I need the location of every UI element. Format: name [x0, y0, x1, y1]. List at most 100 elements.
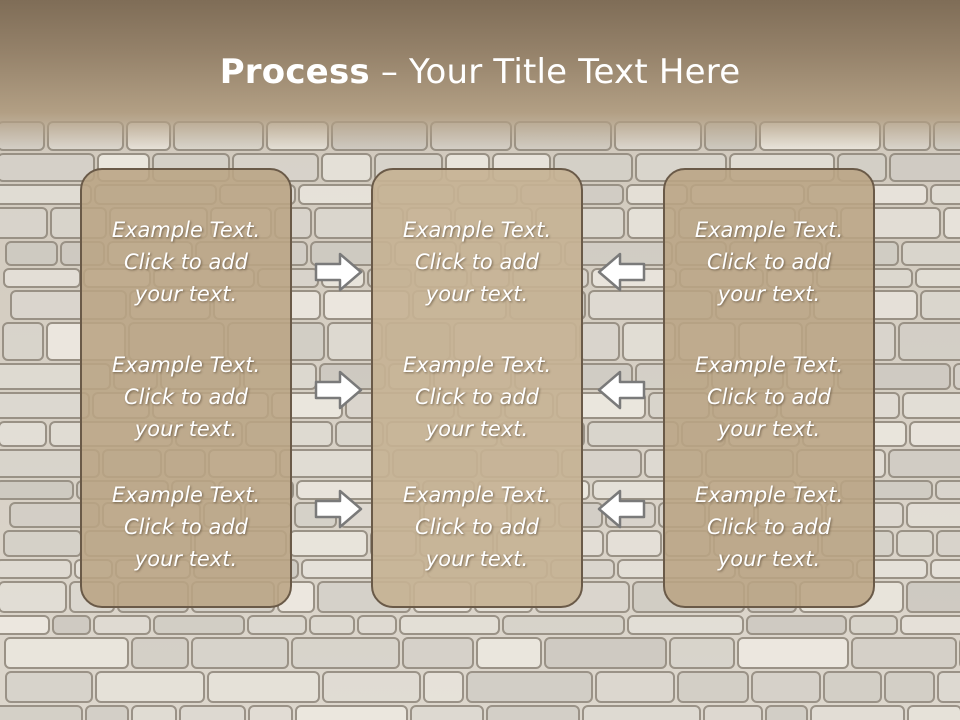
stone: [52, 615, 91, 635]
stone: [849, 615, 898, 635]
right-process-box[interactable]: Example Text. Click to add your text. Ex…: [663, 168, 875, 608]
stone: [0, 153, 95, 182]
stone: [930, 559, 960, 579]
title-bold: Process: [219, 52, 370, 92]
stone: [5, 241, 58, 266]
stone: [0, 559, 72, 579]
stone: [909, 421, 960, 447]
stone: [131, 705, 177, 720]
middle-process-box[interactable]: Example Text. Click to add your text. Ex…: [371, 168, 583, 608]
title-rest: – Your Title Text Here: [369, 52, 741, 92]
stone: [191, 637, 289, 669]
stone: [466, 671, 593, 703]
stone: [810, 705, 905, 720]
stone: [889, 153, 960, 182]
left-process-box[interactable]: Example Text. Click to add your text. Ex…: [80, 168, 292, 608]
text-block[interactable]: Example Text. Click to add your text.: [402, 483, 552, 571]
stone: [95, 671, 205, 703]
stone: [0, 421, 47, 447]
stone: [289, 530, 368, 557]
stone: [582, 705, 701, 720]
stone: [0, 615, 50, 635]
stone: [936, 530, 960, 557]
stone: [751, 671, 821, 703]
stone: [321, 153, 372, 182]
stone: [823, 671, 882, 703]
stone: [906, 502, 960, 528]
stone: [900, 615, 960, 635]
stone: [3, 530, 82, 557]
stone: [930, 184, 960, 205]
stone: [953, 363, 960, 390]
text-block[interactable]: Example Text. Click to add your text.: [111, 353, 261, 441]
stone: [920, 290, 960, 320]
stone: [0, 480, 74, 500]
text-block[interactable]: Example Text. Click to add your text.: [694, 483, 844, 571]
stone: [402, 637, 474, 669]
stone: [737, 637, 849, 669]
stone: [4, 637, 129, 669]
stone: [486, 705, 580, 720]
stone: [207, 671, 320, 703]
arrow-right-icon[interactable]: [314, 488, 364, 530]
stone: [746, 615, 847, 635]
stone: [153, 615, 245, 635]
arrow-left-icon[interactable]: [596, 488, 646, 530]
stone: [476, 637, 542, 669]
stone: [627, 615, 744, 635]
stone: [357, 615, 397, 635]
stone: [0, 392, 90, 419]
stone: [669, 637, 735, 669]
stone: [851, 637, 957, 669]
stone: [901, 241, 960, 266]
stone: [502, 615, 625, 635]
stone: [907, 705, 960, 720]
stone: [0, 705, 83, 720]
title-band: [0, 0, 960, 150]
stone: [765, 705, 808, 720]
text-block[interactable]: Example Text. Click to add your text.: [402, 218, 552, 306]
arrow-right-icon[interactable]: [314, 369, 364, 411]
stone: [906, 581, 960, 613]
stone: [399, 615, 500, 635]
text-block[interactable]: Example Text. Click to add your text.: [111, 483, 261, 571]
stone: [915, 268, 960, 288]
stone: [93, 615, 151, 635]
stone: [935, 480, 960, 500]
stone: [322, 671, 421, 703]
stone: [888, 449, 960, 478]
stone: [298, 184, 375, 205]
stone: [291, 637, 400, 669]
stone: [3, 268, 81, 288]
arrow-left-icon[interactable]: [596, 251, 646, 293]
stone: [0, 184, 92, 205]
stone: [677, 671, 749, 703]
stone: [309, 615, 355, 635]
stone: [902, 392, 960, 419]
arrow-right-icon[interactable]: [314, 251, 364, 293]
stone: [0, 207, 48, 239]
stone: [2, 322, 44, 361]
stone: [937, 671, 960, 703]
stone: [85, 705, 129, 720]
stone: [131, 637, 189, 669]
stone: [295, 705, 408, 720]
stone: [898, 322, 960, 361]
text-block[interactable]: Example Text. Click to add your text.: [111, 218, 261, 306]
stone: [579, 322, 620, 361]
stone: [595, 671, 675, 703]
stone: [0, 581, 67, 613]
slide-title[interactable]: Process – Your Title Text Here: [0, 52, 960, 92]
stone: [884, 671, 935, 703]
stone: [179, 705, 246, 720]
stone: [606, 530, 662, 557]
text-block[interactable]: Example Text. Click to add your text.: [694, 353, 844, 441]
stone: [943, 207, 960, 239]
stone: [5, 671, 93, 703]
text-block[interactable]: Example Text. Click to add your text.: [402, 353, 552, 441]
arrow-left-icon[interactable]: [596, 369, 646, 411]
text-block[interactable]: Example Text. Click to add your text.: [694, 218, 844, 306]
stone: [703, 705, 763, 720]
stone: [896, 530, 934, 557]
